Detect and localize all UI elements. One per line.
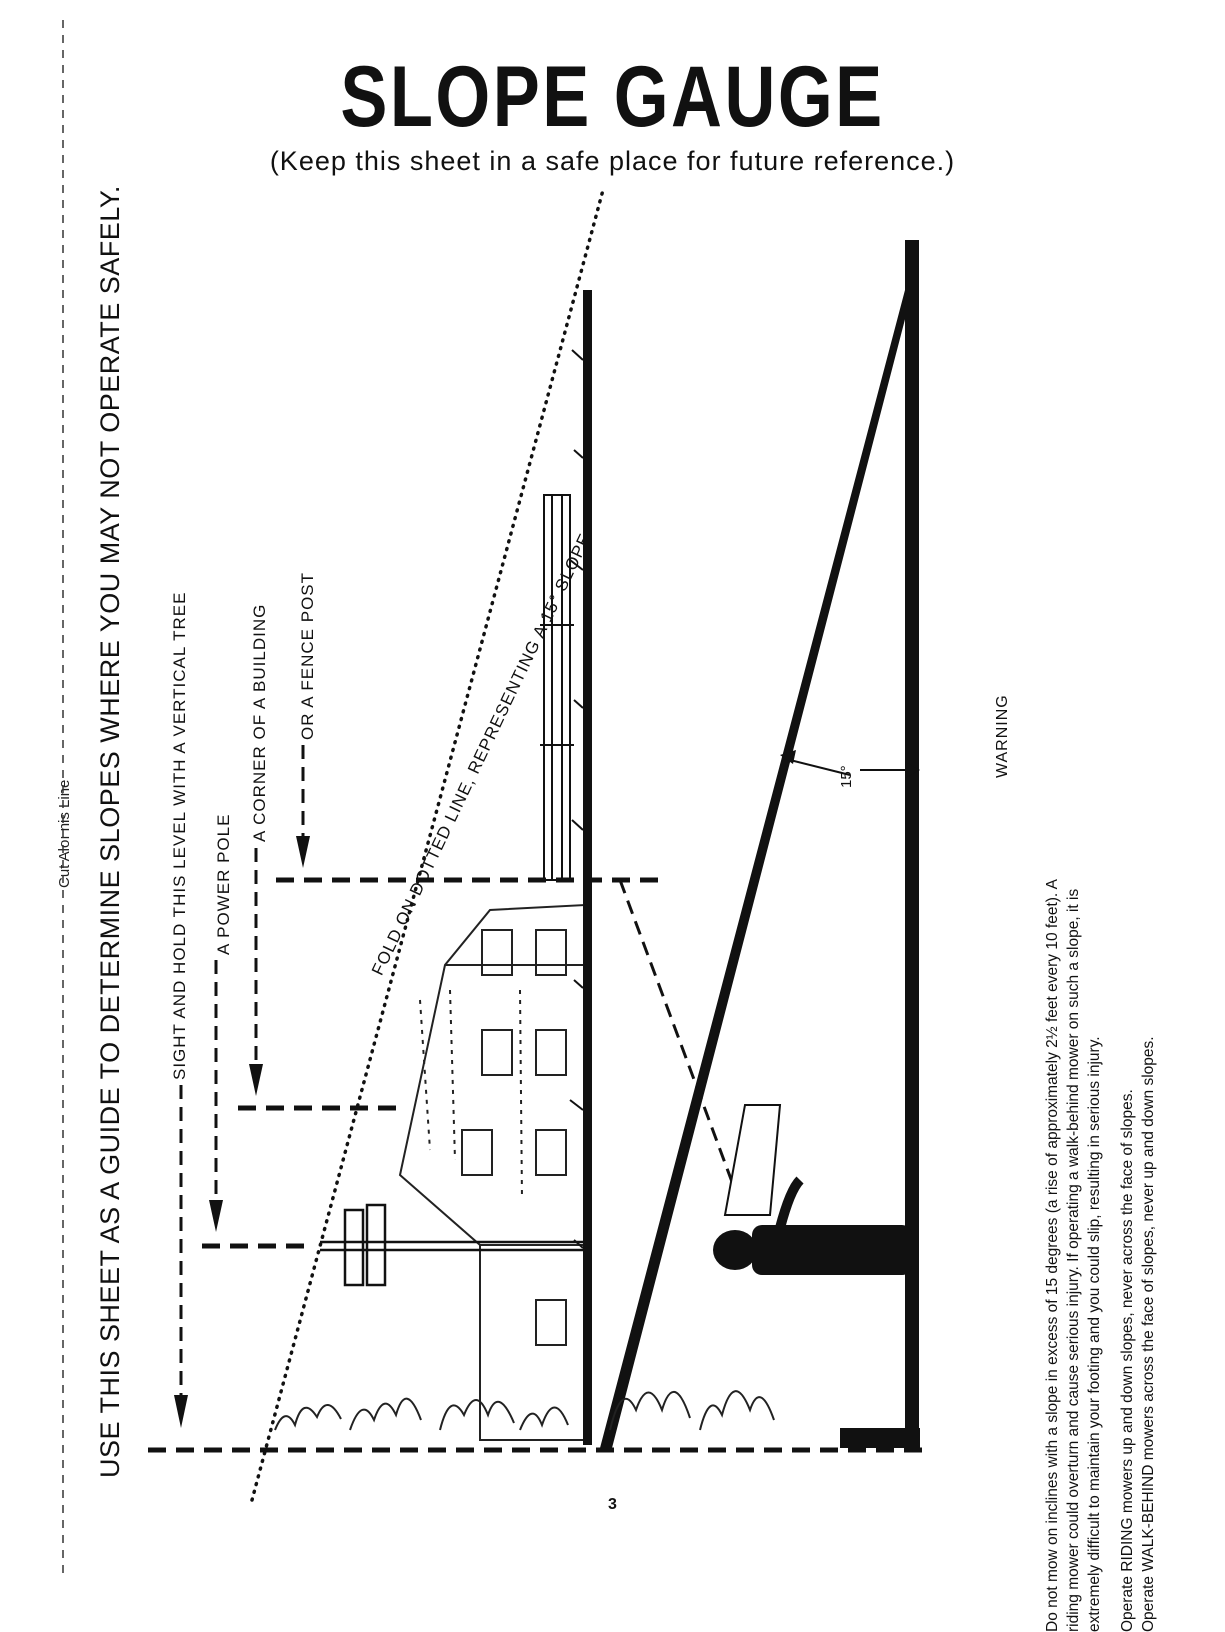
angle-arrow-left <box>780 750 796 764</box>
arrow-fence <box>296 745 310 868</box>
page-number: 3 <box>608 1496 617 1513</box>
page-subtitle: (Keep this sheet in a safe place for fut… <box>269 146 956 176</box>
fold-dotted-line <box>250 188 605 1502</box>
arrow-pole <box>209 960 223 1232</box>
arrow-building <box>249 848 263 1096</box>
arrow-tree <box>174 1085 188 1428</box>
building-illustration <box>398 903 586 1441</box>
page-title: SLOPE GAUGE <box>340 49 885 145</box>
tree-bark-texture <box>569 349 584 1249</box>
angle-arrow-right <box>905 762 920 778</box>
slope-hill <box>600 240 920 1450</box>
person-sight-line <box>618 879 737 1191</box>
bushes-illustration <box>274 1390 775 1431</box>
power-pole-illustration <box>320 1203 585 1287</box>
fence-illustration <box>540 494 574 881</box>
tree-trunk <box>583 290 592 1445</box>
person-illustration <box>713 1104 912 1275</box>
slope-diagram <box>62 20 930 1575</box>
